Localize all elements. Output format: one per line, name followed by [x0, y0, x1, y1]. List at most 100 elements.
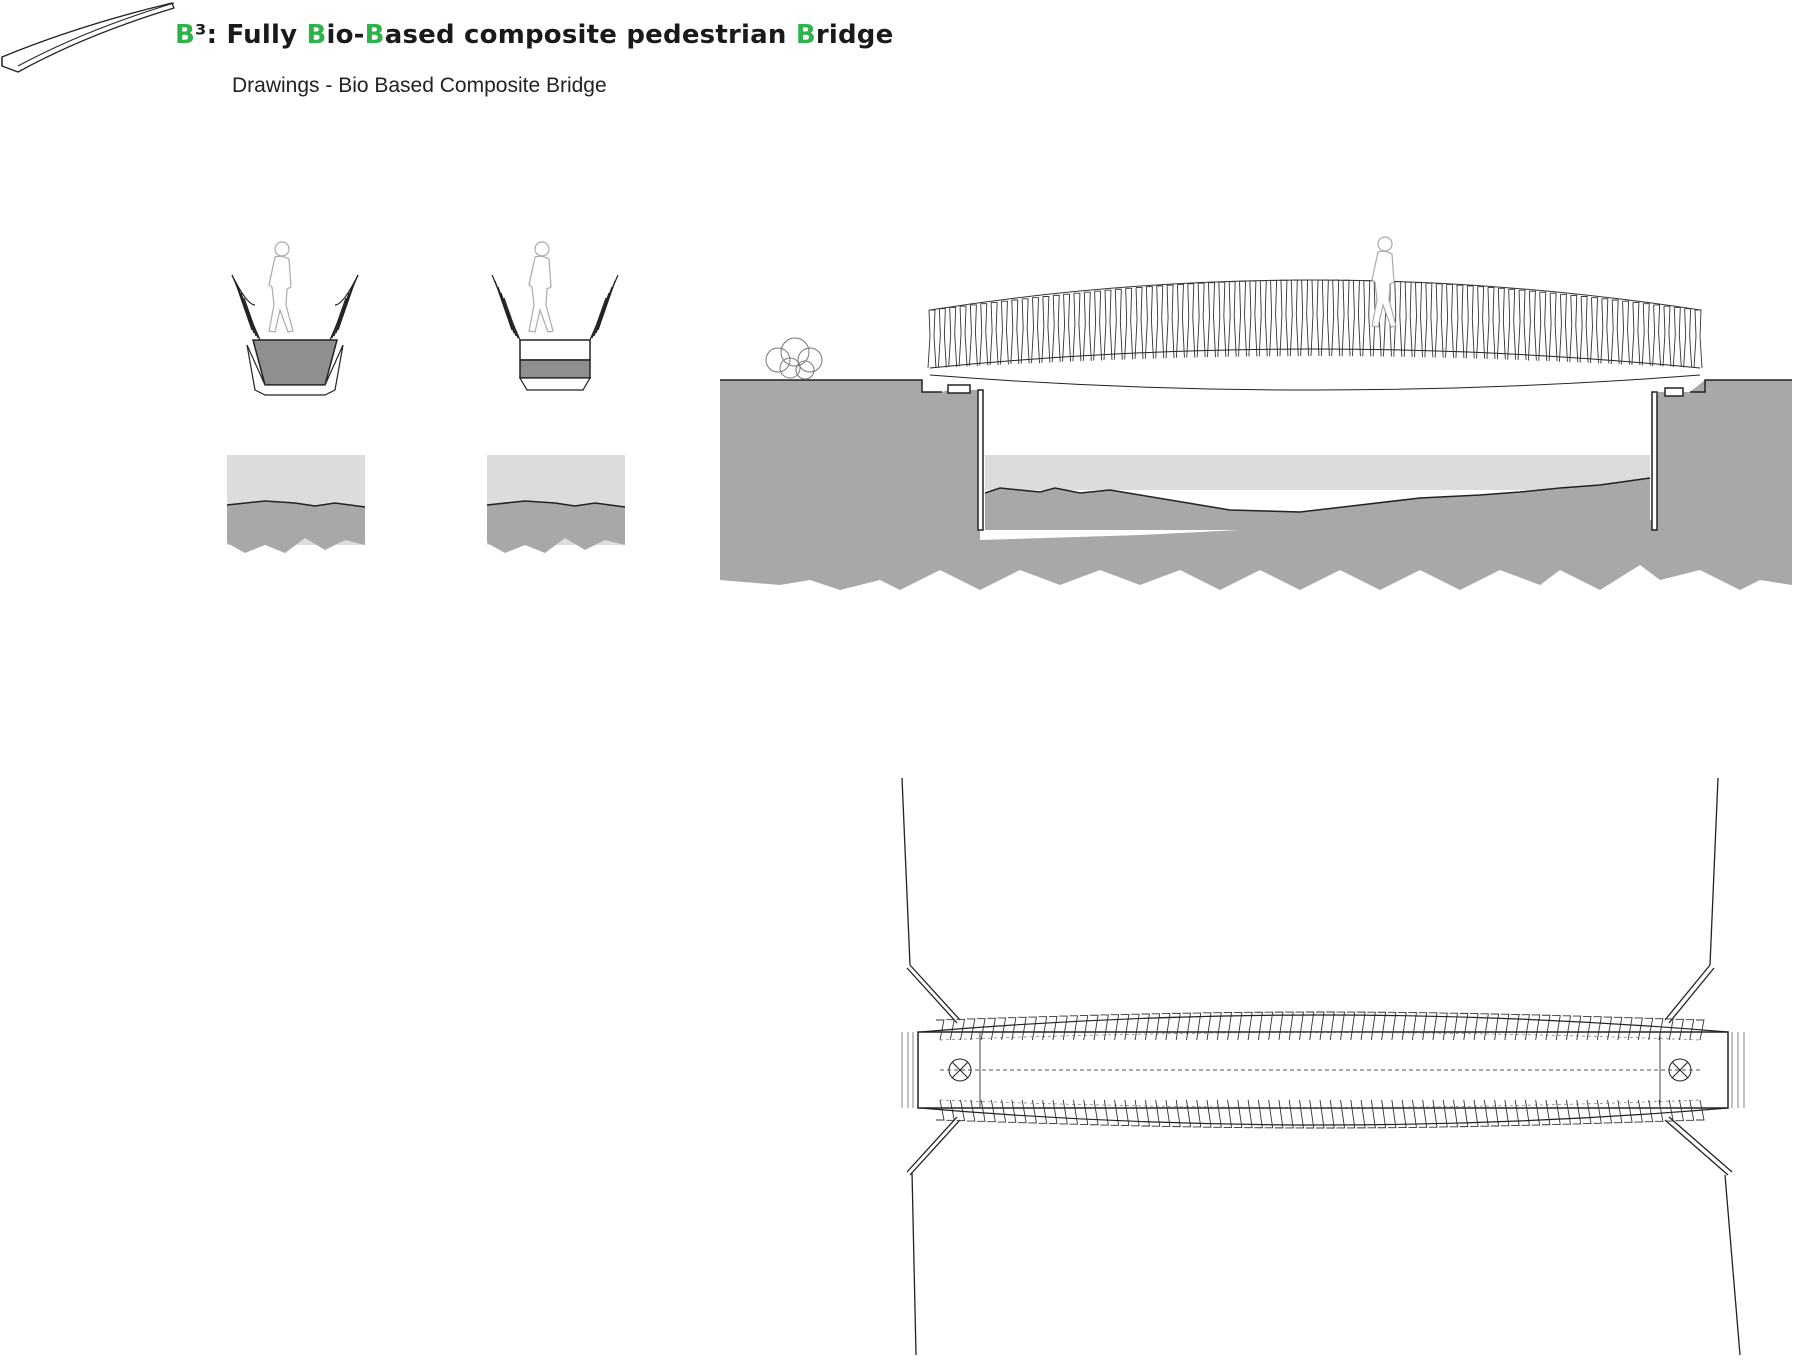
bridge-logo-icon	[1, 2, 175, 73]
railing-rib	[1341, 279, 1351, 357]
railing-rib-top	[1654, 1018, 1664, 1041]
railing-rib	[1579, 296, 1589, 363]
railing-rib	[1393, 281, 1403, 357]
railing-rib-bottom	[1428, 1099, 1438, 1128]
railing-rib-bottom	[1685, 1099, 1695, 1121]
person-silhouette-icon	[528, 241, 554, 333]
page-title: B³: Fully Bio-Based composite pedestrian…	[175, 20, 893, 50]
railing-rib	[948, 307, 958, 368]
railing-rib-bottom	[1141, 1099, 1150, 1127]
railing-rib-bottom	[1018, 1099, 1027, 1124]
railing-rib-top	[1685, 1019, 1695, 1041]
railing-rib	[1455, 284, 1465, 359]
deck-top	[519, 339, 591, 361]
railing-rib-bottom	[1100, 1099, 1109, 1126]
railing-rib	[1238, 280, 1247, 357]
railing-rib-bottom	[1264, 1099, 1274, 1129]
railing-rib	[979, 303, 989, 366]
railing-rib-top	[1439, 1012, 1448, 1041]
railing-rib	[1621, 300, 1630, 365]
railing-edge-bottom	[919, 1107, 1729, 1126]
side-elevation-drawing	[720, 236, 1792, 590]
railing-rib-top	[1316, 1011, 1325, 1041]
railing-rib-bottom	[1151, 1099, 1161, 1127]
railing-rib-top	[1090, 1014, 1099, 1041]
railing-rib	[1269, 279, 1279, 357]
railing-rib-top	[1531, 1014, 1541, 1041]
railing-rib-top	[1490, 1013, 1500, 1041]
railing-rib-bottom	[1120, 1099, 1130, 1126]
railing-rib-bottom	[1172, 1099, 1181, 1128]
railing-rib	[927, 309, 937, 369]
railing-rib	[1031, 297, 1040, 364]
railing-rib	[1227, 281, 1237, 357]
railing-rib-top	[1377, 1011, 1387, 1041]
railing-ribs	[919, 1011, 1729, 1129]
railing-rib-top	[1233, 1012, 1243, 1041]
railing-rib-top	[1079, 1015, 1089, 1041]
railing-rib	[1113, 288, 1123, 360]
railing-edge-top	[919, 1014, 1729, 1033]
railing-rib	[1217, 281, 1227, 357]
railing-rib-top	[1059, 1015, 1068, 1041]
railing-rib-top	[1593, 1016, 1602, 1041]
railing-rib-bottom	[1223, 1099, 1233, 1128]
railing-rib-bottom	[1696, 1099, 1705, 1121]
title-part: B	[175, 20, 196, 50]
railing-rib-bottom	[1233, 1099, 1243, 1128]
railing-rib-top	[1459, 1012, 1469, 1041]
railing-rib	[1010, 299, 1020, 365]
railing-rib-bottom	[1387, 1099, 1397, 1129]
railing-rib-bottom	[1110, 1099, 1120, 1126]
railing-rib-bottom	[1634, 1099, 1643, 1123]
railing-rib	[1093, 290, 1103, 361]
railing-rib-bottom	[1644, 1099, 1654, 1123]
railing-rib-bottom	[1675, 1099, 1685, 1122]
railing-rib	[1507, 288, 1517, 360]
railing-rib-bottom	[1274, 1099, 1284, 1129]
title-part: ased composite pedestrian	[384, 20, 796, 50]
railing-rib-top	[987, 1017, 996, 1041]
water-body	[984, 455, 1651, 530]
deck-curve-bottom	[939, 1099, 1701, 1108]
deck-section	[252, 339, 338, 386]
railing-rib-bottom	[1285, 1099, 1294, 1129]
railing-rib-top	[1603, 1016, 1613, 1041]
bridge-deck-underside	[929, 374, 1701, 391]
railing-rib-bottom	[1490, 1099, 1500, 1127]
railing-rib-bottom	[1470, 1099, 1479, 1127]
railing-rib-top	[1418, 1012, 1428, 1041]
railing-rib-top	[1048, 1015, 1058, 1041]
railing-rib	[1610, 299, 1620, 365]
railing-rib-top	[1634, 1017, 1643, 1041]
railing-rib-top	[1223, 1012, 1233, 1041]
railing-right	[329, 274, 359, 341]
railing-rib-bottom	[1182, 1099, 1192, 1128]
railing-rib	[1527, 290, 1537, 361]
railing-rib-bottom	[1048, 1099, 1058, 1125]
railing-rib-bottom	[1541, 1099, 1551, 1126]
railing-rib-bottom	[1449, 1099, 1459, 1128]
deck-section	[519, 359, 591, 379]
railing-rib	[1134, 287, 1144, 360]
railing-rib	[1062, 293, 1072, 362]
railing-rib-top	[1552, 1015, 1561, 1041]
railing-rib-bottom	[1316, 1099, 1325, 1129]
railing-rib-bottom	[1572, 1099, 1582, 1125]
railing-rib	[1362, 280, 1372, 357]
railing-rib-bottom	[1059, 1099, 1068, 1125]
handrail-line	[929, 279, 1701, 311]
railing-ribs	[927, 279, 1703, 369]
railing-rib-top	[1069, 1015, 1079, 1041]
railing-rib	[1672, 307, 1682, 368]
railing-rib	[937, 308, 947, 368]
railing-rib-bottom	[1213, 1099, 1222, 1128]
railing-rib	[1020, 298, 1030, 364]
railing-rib	[1403, 281, 1413, 357]
railing-right	[589, 274, 619, 341]
railing-rib	[1652, 304, 1662, 366]
railing-rib-top	[1326, 1011, 1335, 1041]
railing-rib-top	[1172, 1012, 1181, 1041]
railing-rib-bottom	[1500, 1099, 1510, 1127]
railing-rib-top	[1161, 1013, 1171, 1041]
